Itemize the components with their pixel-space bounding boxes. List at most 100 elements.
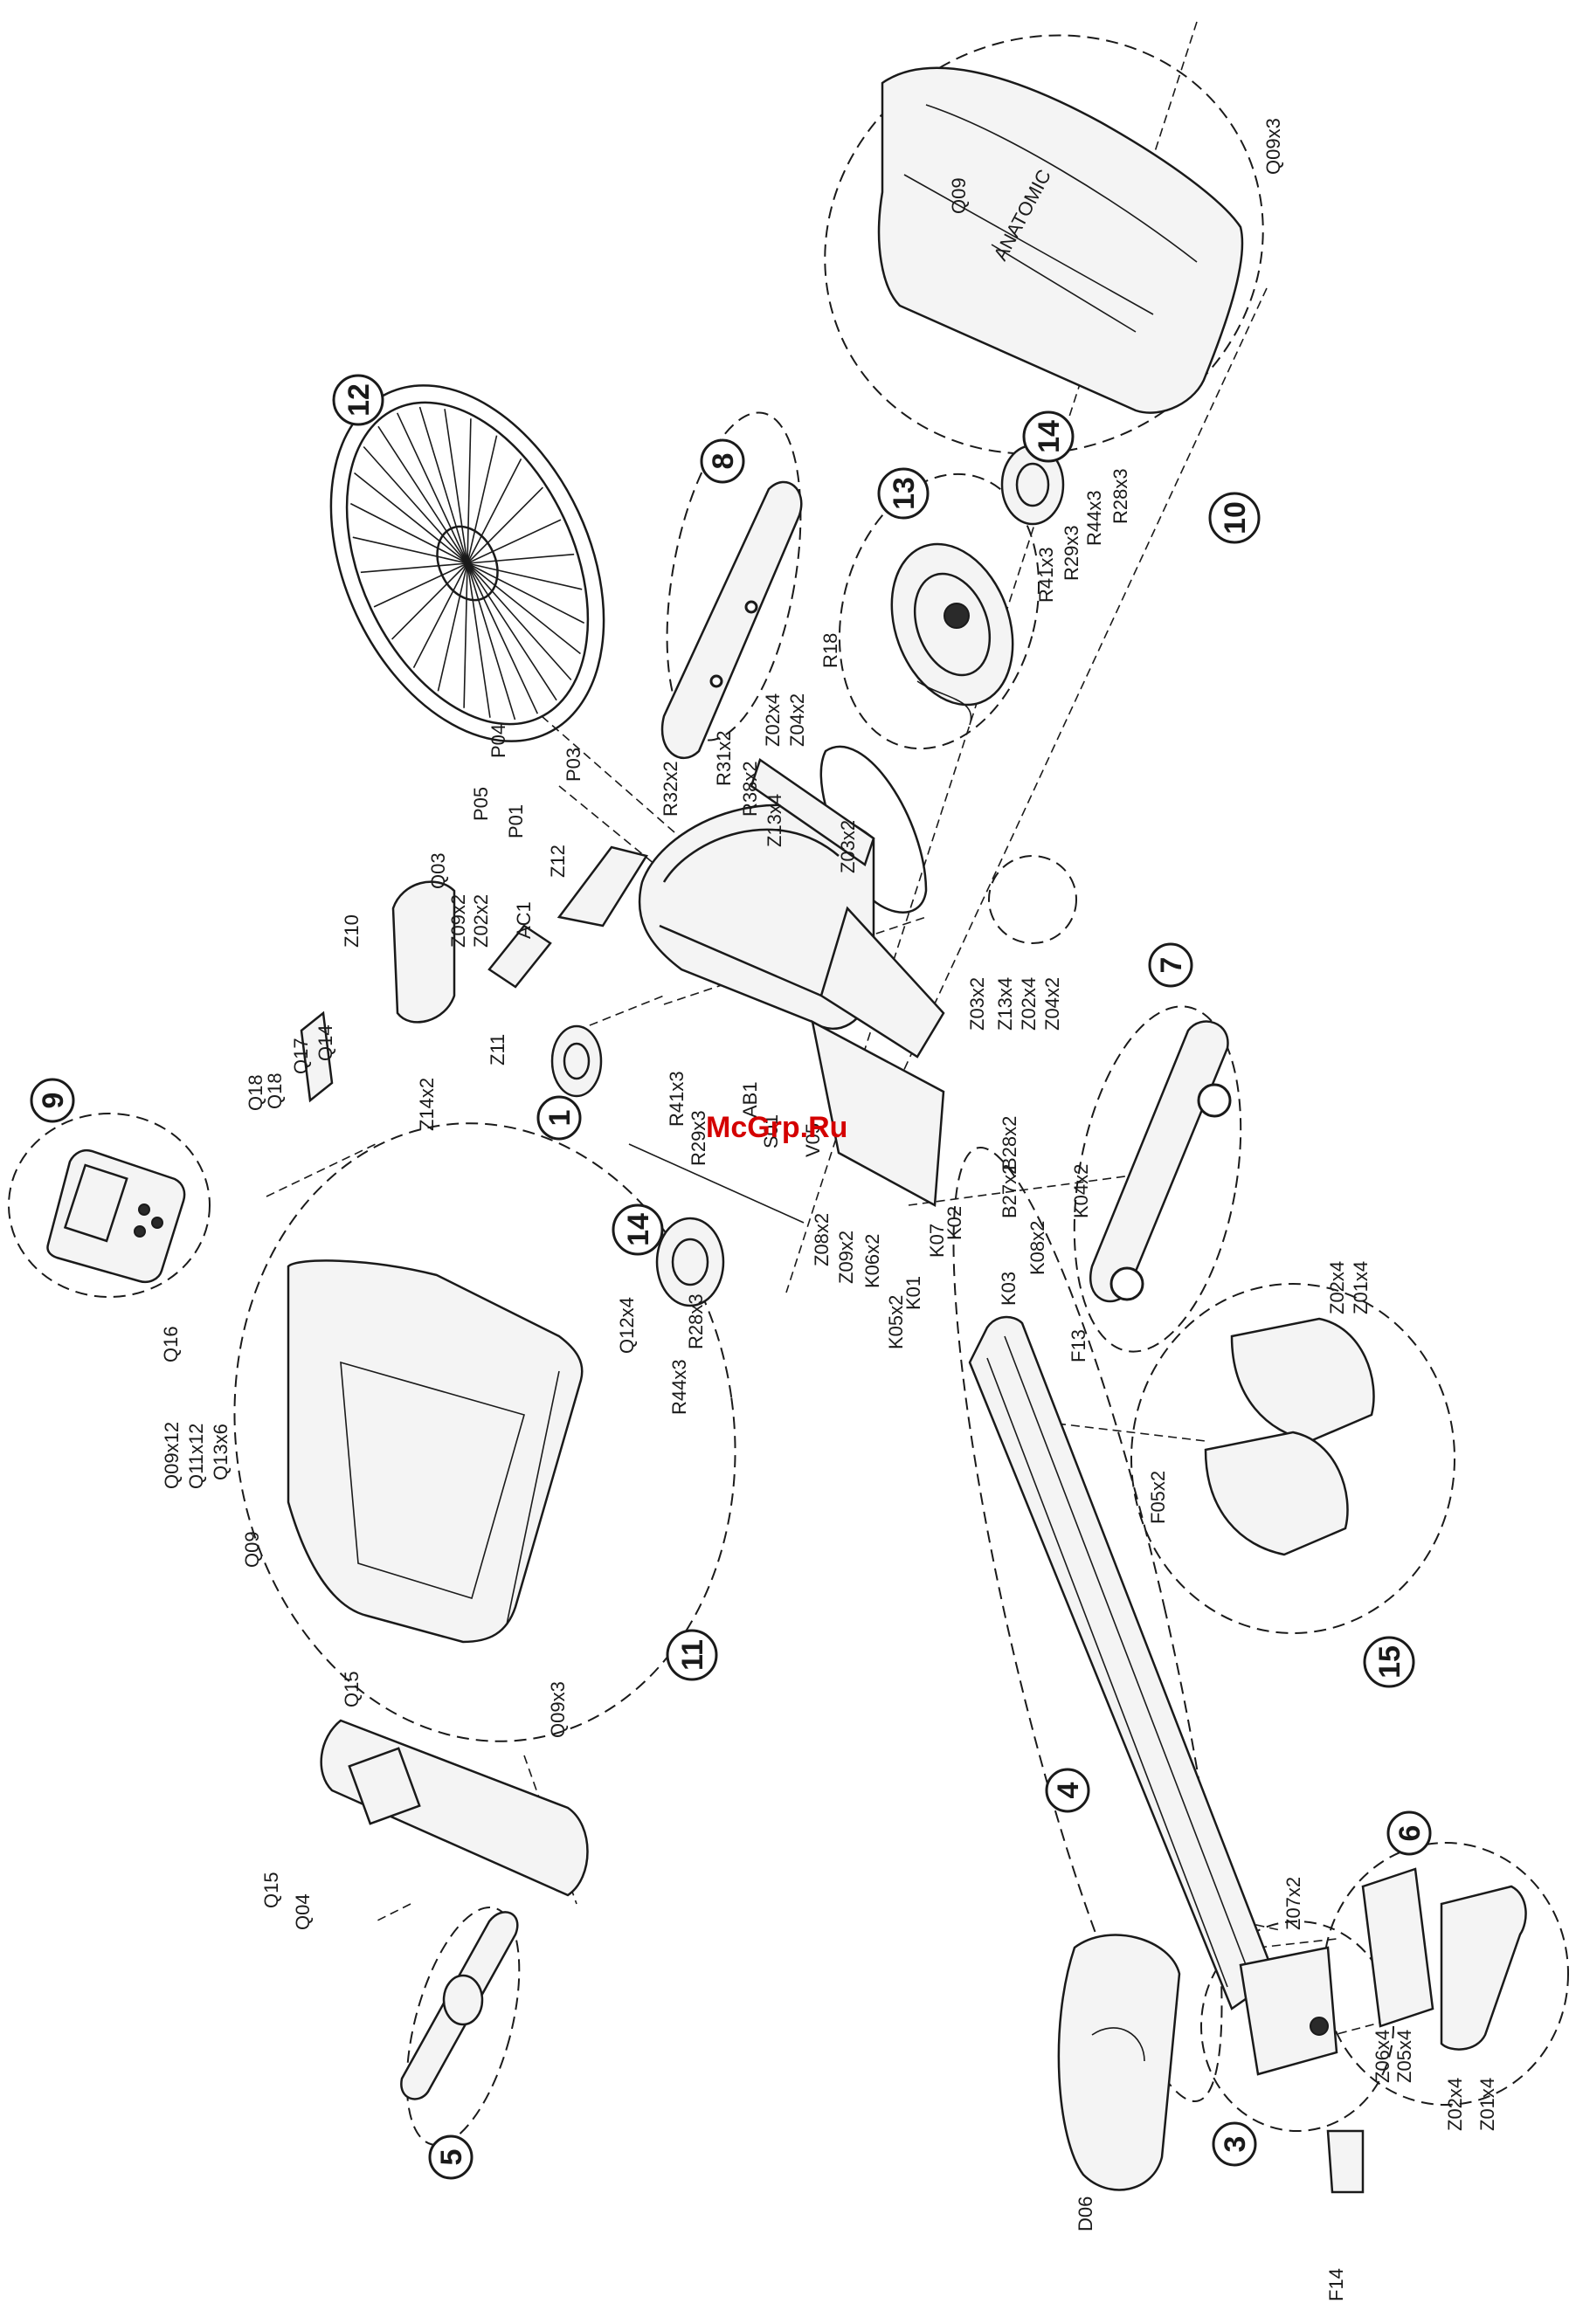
flywheel-spoke: [444, 409, 468, 564]
part-label: Z02x4: [762, 693, 784, 747]
seat-post-assembly: [300, 845, 648, 1103]
flywheel-spoke: [467, 435, 498, 564]
part-label: R31x2: [713, 730, 735, 786]
group-outline-13: [838, 472, 1040, 750]
front-stabilizer: [660, 480, 803, 760]
flywheel-spoke: [354, 472, 468, 564]
part-label: Z05x4: [1393, 2030, 1415, 2083]
flywheel-spoke: [467, 519, 562, 564]
part-label: Q14: [315, 1024, 336, 1061]
assembly-callouts: 1 3 4 5 6 7 8 9 10 11 12 13 14 14 15: [30, 374, 1432, 2180]
part-label: V05: [802, 1123, 824, 1157]
console-display: [46, 1148, 186, 1284]
part-label: R38x2: [739, 761, 761, 817]
rear-foot: [1361, 1867, 1527, 2051]
flywheel-spoke: [391, 562, 468, 640]
assembly-callout-9: 9: [30, 1078, 75, 1123]
group-outline-9: [8, 1113, 211, 1298]
pedals: [1204, 1317, 1375, 1556]
group-outline-3: [1200, 1921, 1394, 2132]
assembly-callout-15: 15: [1363, 1636, 1415, 1688]
part-label: Z06x4: [1372, 2030, 1393, 2083]
part-label: Z04x2: [1041, 977, 1063, 1031]
svg-text:14: 14: [1033, 420, 1066, 453]
part-label: Q09x12: [161, 1422, 183, 1489]
part-label: P05: [470, 787, 492, 821]
part-label: Z14x2: [416, 1078, 438, 1131]
part-label: Q13x6: [210, 1424, 232, 1480]
part-label: Z03x2: [837, 820, 859, 873]
group-outlines: [8, 34, 1569, 2146]
part-label: Z07x2: [1282, 1877, 1304, 1930]
svg-text:9: 9: [37, 1093, 70, 1109]
flywheel-spoke: [467, 458, 522, 564]
part-label: F13: [1068, 1329, 1089, 1362]
part-label: P03: [563, 748, 584, 782]
part-label: R44x3: [668, 1359, 690, 1415]
assembly-callout-1: 1: [536, 1095, 582, 1141]
part-label: Z01x4: [1350, 1261, 1372, 1314]
part-label: K02: [944, 1206, 965, 1240]
flywheel-spoke: [467, 562, 557, 701]
part-label: R18: [819, 633, 841, 668]
assembly-callout-5: 5: [428, 2134, 473, 2180]
group-outline-14b: [988, 855, 1077, 944]
assembly-callout-7: 7: [1148, 942, 1193, 988]
group-outline-4: [952, 1146, 1223, 2103]
svg-text:12: 12: [342, 383, 376, 417]
seat-bracket: [1239, 1946, 1338, 2076]
assembly-callout-10: 10: [1208, 492, 1261, 544]
rear-stabilizer: [1089, 1020, 1232, 1303]
leader-lines: [266, 21, 1434, 2049]
svg-text:5: 5: [435, 2149, 468, 2166]
part-label: R28x3: [1109, 468, 1131, 524]
part-label: Z08x2: [811, 1213, 833, 1266]
assembly-callout-4: 4: [1045, 1768, 1090, 1813]
part-label: Q03: [427, 852, 449, 889]
part-label: Q18: [264, 1072, 286, 1109]
flywheel-spoke: [352, 536, 468, 564]
flywheel-spoke: [467, 418, 472, 564]
flywheel-spoke: [360, 562, 468, 574]
flywheel-spoke: [467, 562, 516, 721]
flywheel-spoke: [396, 412, 468, 564]
part-label: Q09x3: [1262, 118, 1284, 175]
part-label: Q17: [290, 1038, 312, 1074]
part-label: Z02x2: [470, 894, 492, 948]
flywheel-spoke: [467, 562, 572, 681]
front-shroud: [287, 1259, 584, 1644]
part-label: K05x2: [885, 1295, 907, 1349]
part-label: F05x2: [1147, 1471, 1169, 1524]
handlebar: [400, 1911, 519, 2100]
flywheel-spoke: [437, 562, 468, 692]
flywheel-spoke: [463, 562, 468, 708]
part-label: R32x2: [660, 761, 681, 817]
flywheel-spoke: [363, 445, 468, 564]
flywheel-spoke: [467, 486, 543, 564]
part-label: Z11: [487, 1034, 508, 1065]
part-label: Z12: [547, 845, 569, 878]
assembly-callout-11: 11: [666, 1629, 718, 1681]
pulley-lower: [655, 1217, 725, 1307]
svg-text:6: 6: [1393, 1825, 1427, 1842]
group-outline-7: [1073, 1005, 1242, 1353]
part-label: Q15: [341, 1671, 363, 1707]
flywheel-spoke: [467, 562, 581, 655]
flywheel-spoke: [467, 562, 491, 718]
assembly-callout-6: 6: [1386, 1810, 1432, 1856]
main-frame: [638, 758, 945, 1208]
rear-shroud: ANATOMIC: [877, 66, 1244, 414]
flywheel-spoke: [467, 562, 583, 590]
svg-text:15: 15: [1373, 1645, 1407, 1679]
assembly-callout-14-lower: 14: [612, 1203, 664, 1256]
svg-text:1: 1: [543, 1110, 577, 1127]
svg-text:3: 3: [1219, 2136, 1252, 2153]
assembly-callout-8: 8: [700, 438, 745, 484]
part-label: Z09x2: [447, 894, 469, 948]
part-label: Z13x4: [994, 977, 1016, 1031]
svg-text:11: 11: [676, 1639, 709, 1671]
part-label: Z02x4: [1326, 1261, 1348, 1314]
small-pulley: [550, 1024, 603, 1098]
part-label: Z03x2: [966, 977, 988, 1031]
